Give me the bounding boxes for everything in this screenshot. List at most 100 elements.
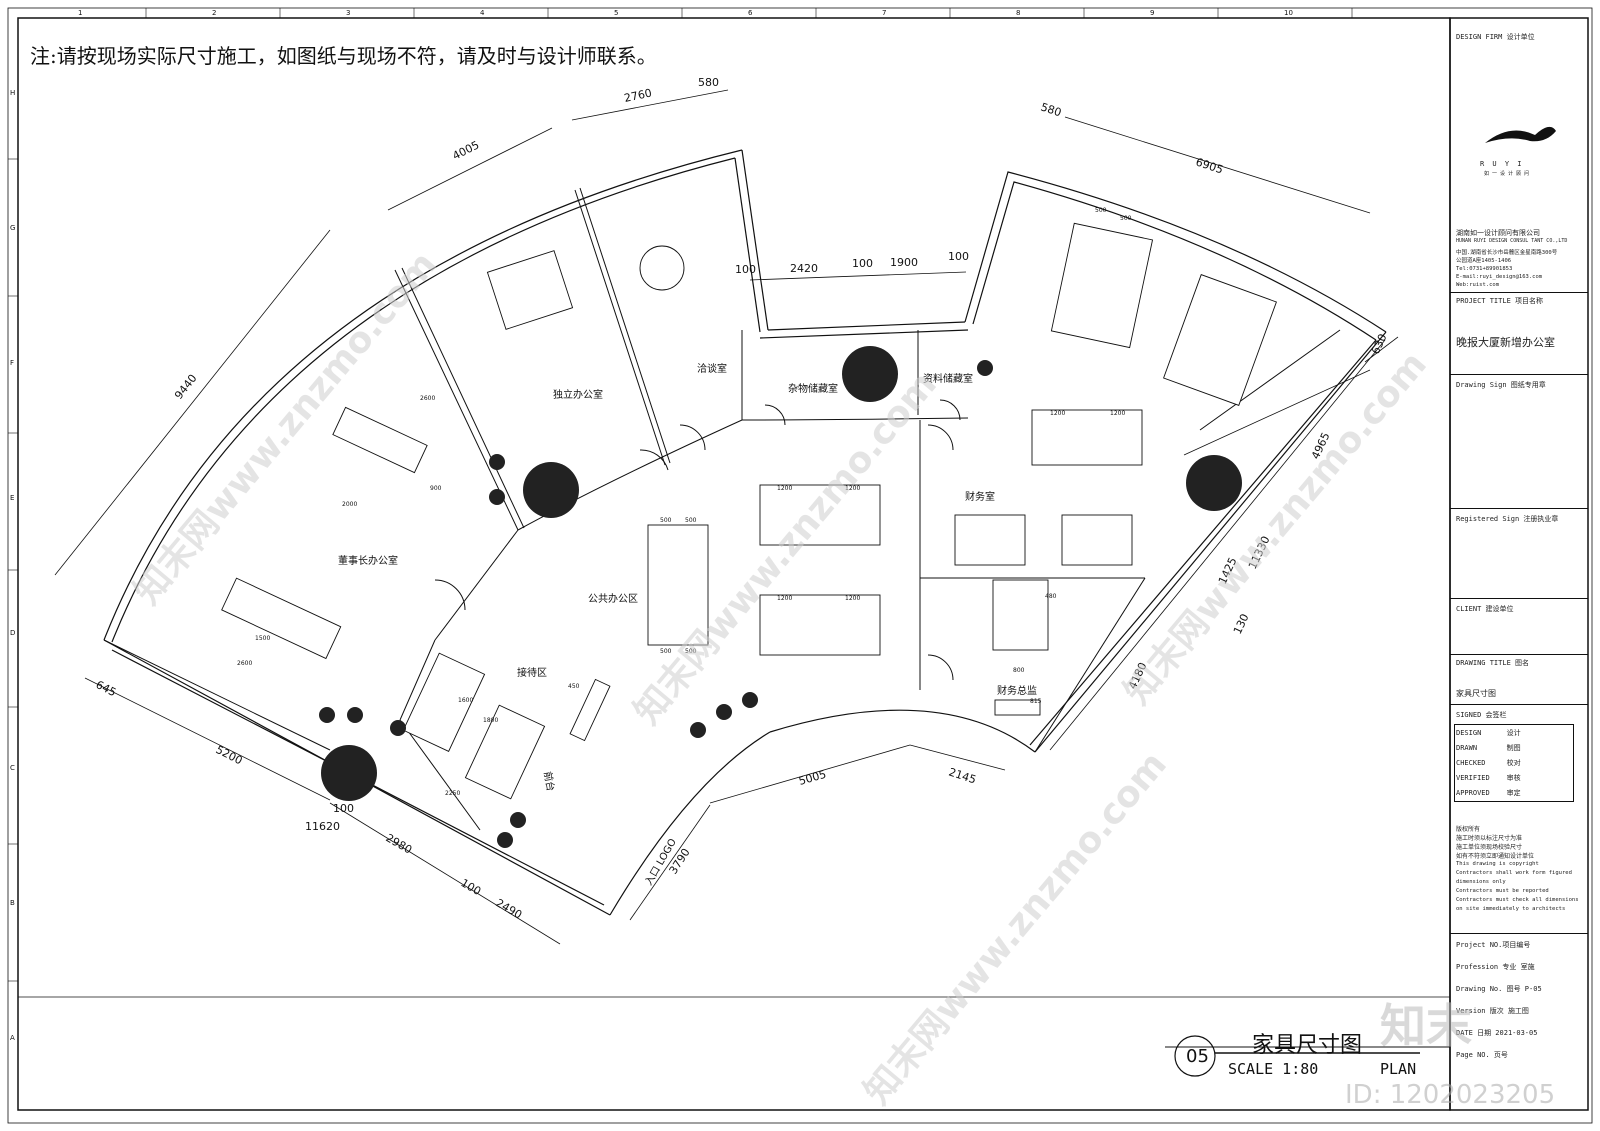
- dim-2145: 2145: [947, 765, 978, 786]
- room-storage-docs: 资料储藏室: [923, 374, 973, 385]
- dim-2760: 2760: [623, 86, 653, 105]
- website: Web:ruist.com: [1456, 282, 1500, 288]
- fdim-2600-b: 2600: [237, 660, 252, 667]
- dim-5200: 5200: [214, 743, 245, 767]
- dim-4005: 4005: [450, 138, 481, 162]
- fdim-500-c: 500: [660, 648, 672, 655]
- drawing-plan: PLAN: [1380, 1060, 1417, 1078]
- fdim-1500: 1500: [255, 635, 270, 642]
- dim-1900: 1900: [890, 256, 918, 269]
- dim-645: 645: [94, 678, 119, 699]
- grid-side-b: B: [10, 899, 15, 907]
- ruyi-logo-icon: [1485, 126, 1556, 143]
- dim-100d: 100: [333, 802, 354, 815]
- watermark-id: ID: 1202023205: [1345, 1080, 1556, 1110]
- dim-11620: 11620: [305, 820, 340, 833]
- title-block: DESIGN FIRM 设计单位 R U Y I 如 一 设 计 顾 问 湖南如…: [1450, 18, 1588, 1110]
- fdim-500-b: 500: [685, 517, 697, 524]
- fdim-1200-d: 1200: [845, 595, 860, 602]
- room-chairman: 董事长办公室: [338, 556, 398, 567]
- info-row-project-no: Project NO.项目编号: [1456, 941, 1531, 949]
- fdim-500-a: 500: [660, 517, 672, 524]
- design-firm-label: DESIGN FIRM 设计单位: [1456, 33, 1535, 41]
- copyright-line-7: Contractors must be reported: [1456, 888, 1549, 894]
- dim-100c: 100: [948, 250, 969, 263]
- grid-top-6: 6: [748, 9, 753, 17]
- grid-side-f: F: [10, 359, 14, 367]
- fdim-2250: 2250: [445, 790, 460, 797]
- fdim-500-f: 500: [1120, 215, 1132, 222]
- info-row-profession: Profession 专业 室施: [1456, 963, 1535, 971]
- fdim-1200-b: 1200: [845, 485, 860, 492]
- grid-side-a: A: [10, 1034, 15, 1042]
- logo-subtext: 如 一 设 计 顾 问: [1484, 171, 1530, 177]
- sign-row-approved: APPROVED 审定: [1456, 789, 1521, 797]
- email: E-mail:ruyi_design@163.com: [1456, 274, 1543, 280]
- dim-130: 130: [1231, 612, 1252, 637]
- copyright-line-8: Contractors must check all dimensions: [1456, 897, 1579, 903]
- grid-top-9: 9: [1150, 9, 1154, 17]
- project-title-label: PROJECT TITLE 项目名称: [1456, 297, 1544, 305]
- tel: Tel:0731+89901853: [1456, 266, 1513, 272]
- logo-text: R U Y I: [1480, 160, 1524, 168]
- fdim-1800: 1800: [483, 717, 498, 724]
- dim-580a: 580: [698, 76, 719, 89]
- drawing-title-value: 家具尺寸图: [1456, 689, 1496, 698]
- room-meeting: 洽谈室: [697, 364, 727, 375]
- dim-9440: 9440: [172, 372, 199, 402]
- sign-row-design: DESIGN 设计: [1456, 729, 1521, 737]
- room-finance: 财务室: [965, 492, 995, 503]
- watermark-brand: 知末: [1380, 999, 1472, 1053]
- info-row-drawing-no: Drawing No. 图号 P-05: [1456, 985, 1542, 993]
- fdim-815: 815: [1030, 698, 1042, 705]
- dim-2980: 2980: [384, 831, 415, 856]
- address-line-1: 中国.湖南省长沙市岳麓区金星南路300号: [1456, 250, 1558, 256]
- sign-row-checked: CHECKED 校对: [1456, 759, 1521, 767]
- grid-top-1: 1: [78, 9, 82, 17]
- address-line-2: 公园道A座1405-1406: [1456, 258, 1512, 264]
- drawing-scale: SCALE 1:80: [1228, 1060, 1319, 1078]
- info-row-version: Version 版次 施工图: [1456, 1007, 1529, 1015]
- fdim-1200-a: 1200: [777, 485, 792, 492]
- copyright-line-0: 版权所有: [1456, 826, 1481, 833]
- room-storage-misc: 杂物储藏室: [788, 384, 838, 395]
- dim-100a: 100: [735, 263, 756, 276]
- fdim-1200-f: 1200: [1110, 410, 1125, 417]
- drawing-sign-label: Drawing Sign 图纸专用章: [1456, 381, 1546, 389]
- room-finance-director: 财务总监: [997, 686, 1037, 697]
- grid-top-4: 4: [480, 9, 485, 17]
- fdim-2600-a: 2600: [420, 395, 435, 402]
- fdim-1200-c: 1200: [777, 595, 792, 602]
- room-private-office: 独立办公室: [553, 390, 603, 401]
- fdim-1600: 1600: [458, 697, 473, 704]
- sign-row-verified: VERIFIED 审核: [1456, 774, 1521, 782]
- fdim-480: 480: [1045, 593, 1057, 600]
- dim-2420: 2420: [790, 262, 818, 275]
- grid-top-2: 2: [212, 9, 216, 17]
- copyright-line-5: Contractors shall work form figured: [1456, 870, 1572, 876]
- copyright-line-3: 如有不符须立即通知设计单位: [1456, 853, 1535, 860]
- room-reception-desk: 前台: [541, 770, 556, 793]
- fdim-500-d: 500: [685, 648, 697, 655]
- grid-side-c: C: [10, 764, 15, 772]
- copyright-line-9: on site immediately to architects: [1456, 906, 1566, 912]
- project-title: 晚报大厦新增办公室: [1456, 336, 1555, 349]
- company-en: HUNAN RUYI DESIGN CONSUL TANT CO.,LTD: [1456, 238, 1568, 244]
- client-label: CLIENT 建设单位: [1456, 605, 1514, 613]
- drawing-title: 家具尺寸图: [1252, 1033, 1363, 1058]
- dim-100b: 100: [852, 257, 873, 270]
- dim-580b: 580: [1039, 100, 1063, 119]
- grid-top-10: 10: [1284, 9, 1293, 17]
- company-cn: 湖南如一设计顾问有限公司: [1456, 229, 1540, 237]
- fdim-500-e: 500: [1095, 207, 1107, 214]
- grid-top-7: 7: [882, 9, 886, 17]
- signed-label: SIGNED 会签栏: [1456, 711, 1507, 719]
- grid-side-g: G: [10, 224, 15, 232]
- fdim-1200-e: 1200: [1050, 410, 1065, 417]
- dim-2490: 2490: [494, 896, 525, 921]
- copyright-line-1: 施工时须以标注尺寸为准: [1456, 835, 1523, 842]
- fdim-450: 450: [568, 683, 580, 690]
- grid-side-e: E: [10, 494, 14, 502]
- info-row-date: DATE 日期 2021-03-05: [1456, 1029, 1538, 1037]
- copyright-line-2: 施工单位须现场校验尺寸: [1456, 844, 1523, 851]
